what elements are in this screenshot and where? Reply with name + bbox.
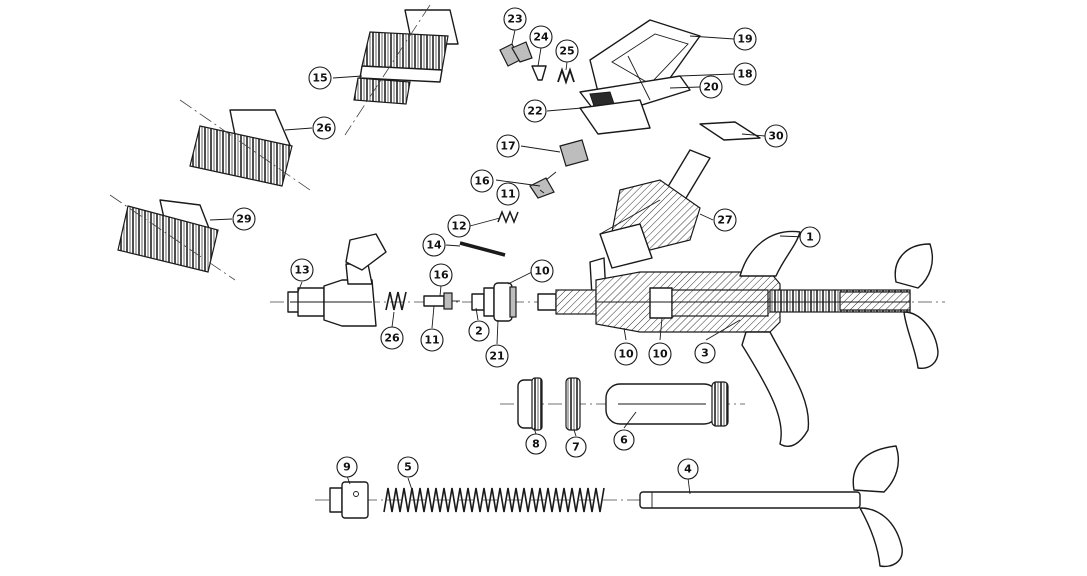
part-15-ribbed-adapter <box>344 4 459 136</box>
svg-text:12: 12 <box>451 220 466 233</box>
callout-20: 20 <box>699 75 723 99</box>
callout-9: 9 <box>336 456 358 478</box>
part-30-strip <box>699 121 761 141</box>
part-11-needle-valve <box>423 292 460 310</box>
part-17-block <box>559 139 589 167</box>
svg-text:1: 1 <box>806 231 814 244</box>
callout-30: 30 <box>764 124 788 148</box>
callout-17: 17 <box>496 134 520 158</box>
callout-10-c: 10 <box>648 342 672 366</box>
callout-2: 2 <box>468 320 490 342</box>
svg-text:9: 9 <box>343 461 351 474</box>
svg-text:26: 26 <box>384 332 400 345</box>
part-24-valve-stem <box>531 65 547 81</box>
svg-text:29: 29 <box>236 213 251 226</box>
callout-23: 23 <box>503 7 527 31</box>
svg-text:13: 13 <box>294 264 309 277</box>
part-5-spring <box>383 487 605 513</box>
callout-26-a: 26 <box>312 116 336 140</box>
part-25-spring <box>557 67 575 85</box>
part-13-nozzle-body <box>287 233 387 327</box>
callout-3: 3 <box>694 342 716 364</box>
callout-27: 27 <box>713 208 737 232</box>
callout-21: 21 <box>485 344 509 368</box>
part-14-pin <box>459 241 506 257</box>
svg-text:22: 22 <box>527 105 542 118</box>
svg-text:10: 10 <box>618 348 634 361</box>
svg-text:18: 18 <box>737 68 752 81</box>
svg-text:7: 7 <box>572 441 580 454</box>
callout-8: 8 <box>525 433 547 455</box>
part-1-syringe-body <box>537 230 939 448</box>
part-19-valve-housing <box>579 19 701 135</box>
svg-text:15: 15 <box>312 72 327 85</box>
callout-16-b: 16 <box>429 263 453 287</box>
callout-15: 15 <box>308 66 332 90</box>
part-9-end-cap <box>329 481 369 519</box>
callout-22: 22 <box>523 99 547 123</box>
svg-text:23: 23 <box>507 13 522 26</box>
svg-text:16: 16 <box>474 175 490 188</box>
svg-text:19: 19 <box>737 33 752 46</box>
callout-18: 18 <box>733 62 757 86</box>
part-28-ribbed-nozzle <box>179 99 311 191</box>
part-7-seal-ring <box>565 377 581 431</box>
svg-text:30: 30 <box>768 130 784 143</box>
svg-text:21: 21 <box>489 350 504 363</box>
callout-13: 13 <box>290 258 314 282</box>
part-26-small-spring <box>385 291 407 311</box>
callout-24: 24 <box>529 25 553 49</box>
svg-text:11: 11 <box>500 188 515 201</box>
callout-1: 1 <box>799 226 821 248</box>
svg-text:25: 25 <box>559 45 574 58</box>
svg-text:8: 8 <box>532 438 540 451</box>
part-29-ribbed-nozzle <box>109 194 236 281</box>
callout-19: 19 <box>733 27 757 51</box>
callout-16-a: 16 <box>470 169 494 193</box>
svg-text:6: 6 <box>620 434 628 447</box>
svg-text:17: 17 <box>500 140 515 153</box>
svg-text:3: 3 <box>701 347 709 360</box>
svg-text:11: 11 <box>424 334 439 347</box>
callout-4: 4 <box>677 458 699 480</box>
part-27-feed-assembly <box>589 149 711 297</box>
svg-text:24: 24 <box>533 31 549 44</box>
svg-text:2: 2 <box>475 325 483 338</box>
part-4-plunger-rod <box>639 445 903 568</box>
part-16-small-valve <box>529 171 557 199</box>
callout-11-a: 11 <box>420 328 444 352</box>
callout-5: 5 <box>397 456 419 478</box>
svg-text:20: 20 <box>703 81 719 94</box>
svg-text:26: 26 <box>316 122 332 135</box>
callout-7: 7 <box>565 436 587 458</box>
part-6-glass-barrel <box>605 381 729 427</box>
callout-26-b: 26 <box>380 326 404 350</box>
part-23-clip <box>499 41 533 67</box>
svg-text:4: 4 <box>684 463 692 476</box>
callout-11-b: 11 <box>496 182 520 206</box>
callouts: 1 2 3 4 5 6 7 8 9 10 10 10 11 11 12 13 1… <box>232 7 821 480</box>
svg-text:27: 27 <box>717 214 732 227</box>
svg-text:10: 10 <box>652 348 668 361</box>
callout-29: 29 <box>232 207 256 231</box>
svg-text:10: 10 <box>534 265 550 278</box>
callout-10-b: 10 <box>614 342 638 366</box>
svg-text:16: 16 <box>433 269 449 282</box>
callout-25: 25 <box>555 39 579 63</box>
part-8-seal-ring <box>517 377 543 431</box>
part-12-spring <box>497 209 519 225</box>
callout-14: 14 <box>422 233 446 257</box>
part-21-valve-assembly <box>471 282 517 322</box>
svg-text:14: 14 <box>426 239 442 252</box>
callout-10-a: 10 <box>530 259 554 283</box>
callout-12: 12 <box>447 214 471 238</box>
callout-6: 6 <box>613 429 635 451</box>
svg-text:5: 5 <box>404 461 412 474</box>
